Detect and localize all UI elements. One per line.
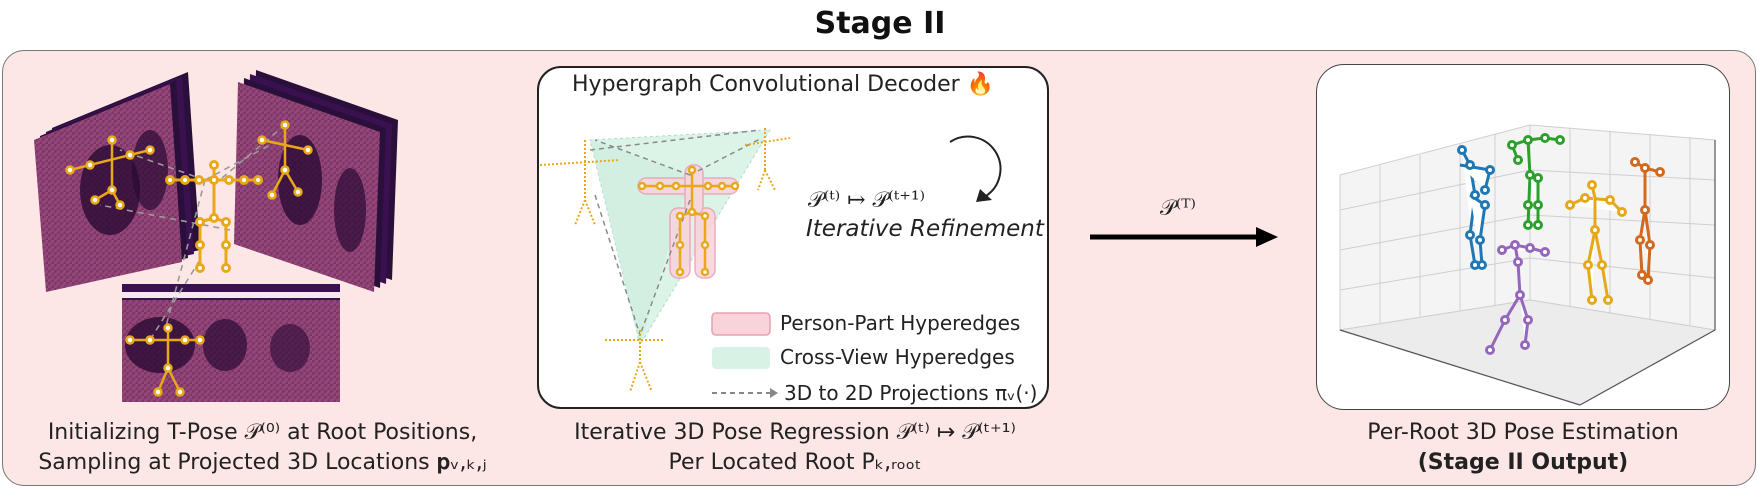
- right-caption-line2: (Stage II Output): [1316, 448, 1730, 478]
- right-caption-line1: Per-Root 3D Pose Estimation: [1316, 418, 1730, 448]
- right-caption: Per-Root 3D Pose Estimation (Stage II Ou…: [1316, 418, 1730, 478]
